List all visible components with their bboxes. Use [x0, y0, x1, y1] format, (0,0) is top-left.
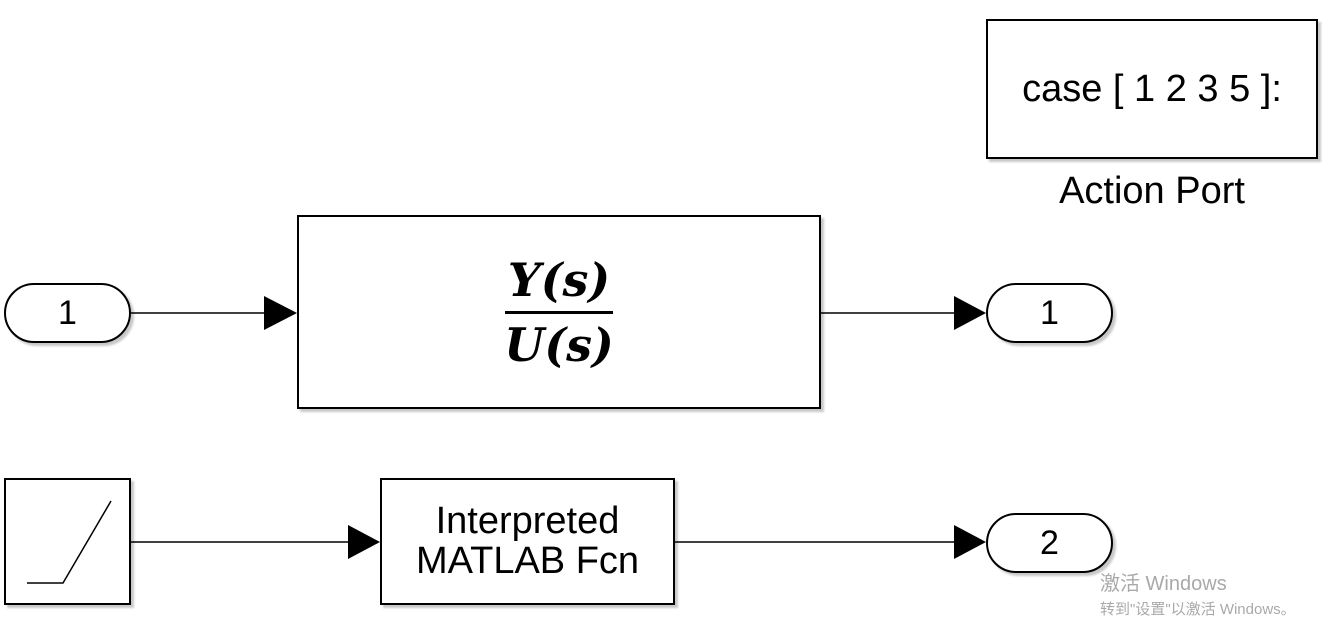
watermark-line1: 激活 Windows: [1100, 573, 1227, 595]
outport-1-number: 1: [1040, 293, 1059, 332]
watermark-line2: 转到"设置"以激活 Windows。: [1100, 601, 1296, 618]
transfer-function-block[interactable]: Y(s) U(s): [297, 215, 821, 409]
outport-1[interactable]: 1: [986, 283, 1113, 343]
action-port-label: Action Port: [1059, 170, 1245, 212]
outport-2-number: 2: [1040, 523, 1059, 562]
activation-watermark: 激活 Windows 转到"设置"以激活 Windows。: [1100, 567, 1296, 619]
case-label: case [ 1 2 3 5 ]:: [1022, 67, 1282, 110]
interpreted-matlab-fcn-block[interactable]: Interpreted MATLAB Fcn: [380, 478, 675, 605]
arrowhead-icon: [264, 296, 297, 330]
switch-case-action-block[interactable]: case [ 1 2 3 5 ]:: [986, 19, 1318, 159]
tf-denominator: U(s): [504, 317, 614, 372]
fcn-label-line1: Interpreted: [435, 499, 620, 542]
inport-1-number: 1: [58, 293, 77, 332]
ramp-block[interactable]: [4, 478, 131, 605]
transfer-function-fraction: Y(s) U(s): [498, 257, 620, 368]
arrowhead-icon: [954, 296, 986, 330]
fraction-bar: [504, 310, 613, 314]
inport-1[interactable]: 1: [4, 283, 131, 343]
tf-numerator: Y(s): [507, 252, 611, 307]
ramp-icon: [27, 500, 112, 584]
outport-2[interactable]: 2: [986, 513, 1113, 573]
arrowhead-icon: [348, 525, 380, 559]
fcn-label-line2: MATLAB Fcn: [415, 539, 640, 582]
arrowhead-icon: [954, 525, 986, 559]
